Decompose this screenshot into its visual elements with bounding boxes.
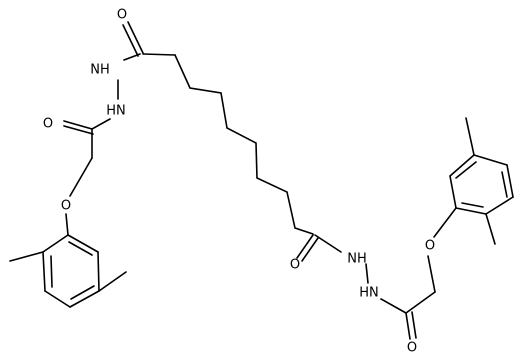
- bond-nh2-hn2: [365, 263, 369, 284]
- atom-o-carbonyl-4: O: [407, 341, 417, 356]
- atom-o-carbonyl-1: O: [117, 8, 127, 23]
- atom-labels: O NH HN O O O NH HN O O: [43, 8, 435, 356]
- bond-hn2-c4: [380, 298, 407, 314]
- bond-right-methyl-2: [485, 213, 496, 245]
- ring-left-b4: [69, 290, 100, 308]
- ring-left-b2: [42, 251, 46, 292]
- ring-left-b5: [97, 251, 100, 292]
- bond-left-methyl-1: [9, 251, 44, 262]
- bond-right-methyl-1: [465, 117, 475, 156]
- ring-left-b3: [44, 290, 71, 308]
- atom-nh-1: NH: [90, 63, 110, 78]
- ring-right-b2: [449, 154, 475, 177]
- ring-right-b4-inner: [501, 171, 508, 198]
- ring-right-b5: [485, 196, 514, 215]
- ring-right-b3: [473, 154, 508, 166]
- atom-o-ether-2: O: [425, 239, 435, 254]
- atom-hn-2: HN: [359, 286, 379, 301]
- ring-left-b4-inner: [70, 285, 95, 300]
- bond-c1-chain: [142, 53, 176, 56]
- bond-c2-o2a: [63, 120, 93, 130]
- bond-hn1-c2: [91, 118, 111, 130]
- bond-alkyl-chain: [174, 54, 314, 235]
- bond-lines: [9, 21, 514, 340]
- bond-c1-o1a: [127, 21, 144, 54]
- ring-right-b6-inner: [461, 202, 484, 208]
- bond-c3-o3a: [296, 234, 314, 259]
- bond-c4-ch2: [405, 291, 436, 314]
- bond-c2-o2b: [63, 125, 94, 135]
- bond-c1-nh1: [123, 53, 141, 61]
- bond-ch2-o3: [69, 157, 93, 197]
- bond-o5-ring: [433, 207, 457, 238]
- ring-left-b2-inner: [50, 255, 53, 288]
- atom-hn-1: HN: [106, 104, 126, 119]
- ring-right-b6: [455, 207, 487, 215]
- ring-left-b1: [42, 234, 69, 253]
- bond-c4-o4a: [405, 312, 411, 340]
- ring-right-b2-inner: [455, 161, 477, 179]
- ring-left-b6: [67, 234, 99, 253]
- ring-right-b1: [449, 175, 457, 209]
- bond-c1-o1b: [122, 24, 139, 57]
- bond-left-methyl-2: [98, 271, 127, 292]
- bond-c3-o3b: [301, 237, 319, 262]
- bond-c3-nh2: [314, 234, 342, 253]
- atom-o-carbonyl-2: O: [43, 117, 53, 132]
- atom-o-carbonyl-3: O: [290, 258, 300, 273]
- bond-o3-ring: [65, 213, 69, 236]
- bond-ch2-o5: [427, 255, 436, 293]
- bond-c4-o4b: [411, 311, 417, 339]
- atom-nh-2: NH: [347, 252, 367, 267]
- ring-right-b4: [506, 164, 514, 198]
- ring-left-b6-inner: [68, 241, 93, 256]
- atom-o-ether-1: O: [61, 199, 71, 214]
